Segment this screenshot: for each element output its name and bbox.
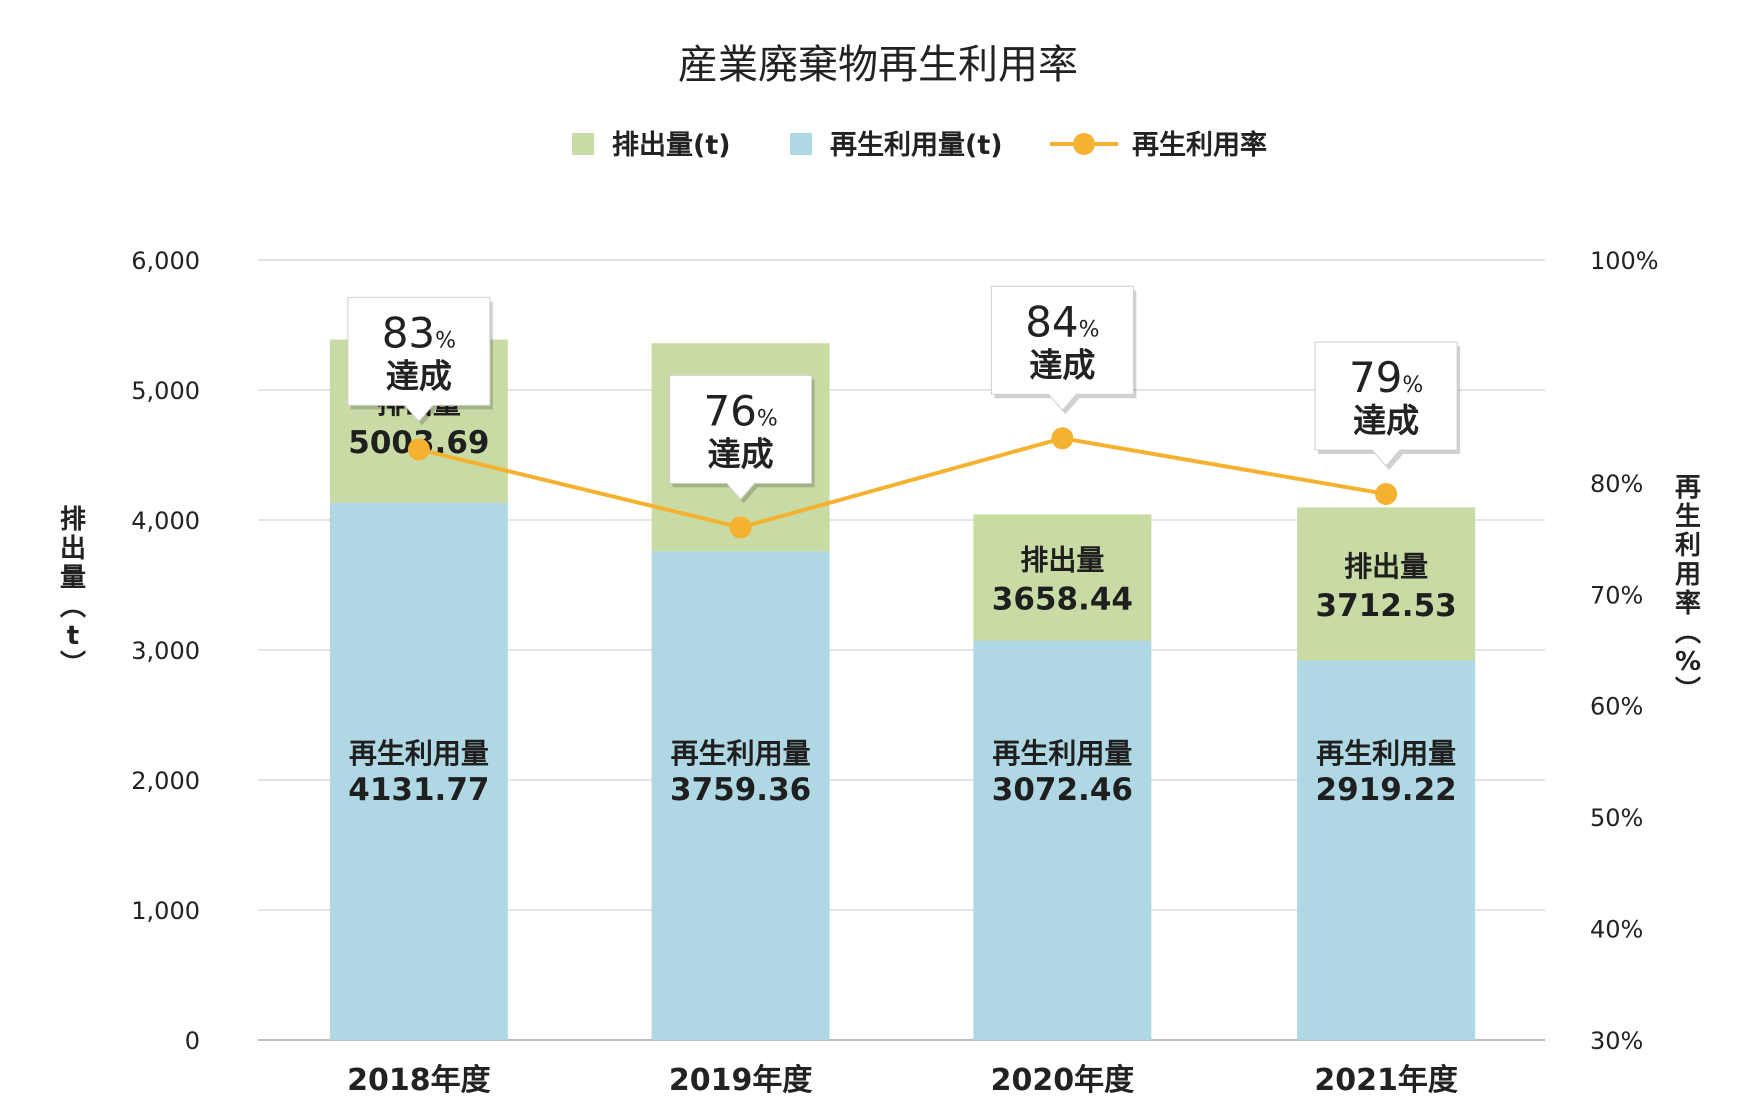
bar-recycled — [651, 551, 830, 1040]
x-tick-label: 2019年度 — [669, 1063, 813, 1098]
chart-title: 産業廃棄物再生利用率 — [678, 42, 1078, 88]
y-right-tick-label: 100% — [1590, 247, 1659, 275]
rate-callout: 79%達成 — [1314, 341, 1461, 470]
rate-callout-unit: % — [757, 406, 778, 431]
y-right-tick-label: 40% — [1590, 916, 1643, 944]
y-left-axis-title-char: t — [67, 621, 79, 651]
rate-callout-text: 達成 — [1353, 401, 1419, 440]
rate-callout-number: 83 — [382, 308, 435, 357]
legend-swatch-marker — [1073, 133, 1095, 155]
x-tick-label: 2020年度 — [991, 1063, 1135, 1098]
rate-callout-box — [347, 296, 491, 423]
legend-item: 再生利用率 — [1050, 129, 1267, 161]
rate-callout-number: 84 — [1025, 297, 1078, 346]
y-right-axis-title: 再生利用率︵%︶ — [1675, 473, 1701, 706]
y-left-axis-title-char: ︶ — [60, 650, 86, 680]
rate-point — [407, 438, 430, 461]
bar-emission-label: 排出量 — [1020, 543, 1104, 576]
y-right-axis-title-char: 生 — [1675, 502, 1701, 532]
bar-recycled-label: 再生利用量 — [349, 737, 489, 770]
bar-emission-value: 3712.53 — [1316, 588, 1457, 624]
rate-callout-text: 達成 — [386, 356, 452, 395]
legend-label: 排出量(t) — [612, 130, 731, 161]
y-left-tick-label: 1,000 — [131, 897, 200, 925]
y-left-axis-title-char: 量 — [60, 563, 86, 593]
rate-callout-value: 79% — [1349, 353, 1423, 402]
y-left-axis-title-char: 排 — [60, 505, 86, 535]
y-right-tick-label: 70% — [1590, 581, 1643, 609]
bar-recycled-label: 再生利用量 — [671, 737, 811, 770]
legend-label: 再生利用量(t) — [830, 130, 1003, 161]
bar-emission — [1297, 507, 1476, 661]
y-left-tick-label: 5,000 — [131, 377, 200, 405]
rate-callout-box — [669, 374, 813, 501]
axes: 0 1,000 2,000 3,000 4,000 5,000 6,000 30% 40% 50%… — [60, 247, 1701, 1098]
legend: 排出量(t) 再生利用量(t) 再生利用率 — [572, 129, 1267, 161]
bar-recycled — [973, 640, 1152, 1040]
rate-point — [1051, 427, 1074, 450]
legend-swatch — [790, 133, 812, 155]
rate-callout-value: 84% — [1025, 297, 1099, 346]
rate-callout-text: 達成 — [1029, 345, 1095, 384]
legend-item: 再生利用量(t) — [790, 130, 1003, 161]
y-left-axis-title-char: ︵ — [60, 592, 86, 622]
y-right-tick-label: 80% — [1590, 470, 1643, 498]
rate-callout: 76%達成 — [669, 374, 815, 504]
bar-recycled-label: 再生利用量 — [1316, 737, 1456, 770]
rate-point — [729, 516, 752, 539]
y-left-tick-label: 0 — [185, 1027, 200, 1055]
y-right-axis-title-char: 率 — [1675, 588, 1701, 619]
rate-callout-unit: % — [1402, 373, 1423, 398]
y-left-tick-label: 4,000 — [131, 507, 200, 535]
legend-label: 再生利用率 — [1132, 129, 1267, 161]
bar-recycled-value: 4131.77 — [348, 772, 489, 808]
y-right-axis-title-char: ︶ — [1675, 676, 1701, 706]
rate-callout-box — [1314, 341, 1458, 467]
bar-emission-value: 3658.44 — [992, 581, 1133, 617]
rate-series-line — [418, 436, 1387, 530]
bar-recycled-value: 2919.22 — [1316, 772, 1457, 808]
x-tick-label: 2021年度 — [1314, 1063, 1458, 1098]
y-left-axis-title: 排出量︵t︶ — [60, 505, 86, 680]
y-right-tick-label: 50% — [1590, 804, 1643, 832]
y-right-tick-label: 30% — [1590, 1027, 1643, 1055]
bar-recycled-label: 再生利用量 — [992, 737, 1132, 770]
legend-swatch — [572, 133, 594, 155]
rate-line — [407, 427, 1398, 539]
y-right-axis-title-char: 利 — [1675, 531, 1701, 561]
rate-point — [1375, 483, 1398, 505]
rate-callout-value: 76% — [703, 386, 777, 435]
y-right-axis-title-char: % — [1675, 647, 1701, 677]
legend-item: 排出量(t) — [572, 130, 731, 161]
rate-callout-box — [990, 285, 1134, 412]
y-right-axis-title-char: 用 — [1675, 560, 1701, 590]
y-left-tick-label: 6,000 — [131, 247, 200, 275]
rate-callout-text: 達成 — [708, 434, 774, 473]
bar-emission-label: 排出量 — [1344, 550, 1428, 583]
bar-emission — [973, 514, 1152, 641]
rate-callout-number: 76 — [703, 386, 756, 435]
rate-callout-value: 83% — [382, 308, 456, 357]
bar-recycled-value: 3072.46 — [992, 772, 1133, 808]
y-right-tick-label: 60% — [1590, 693, 1643, 721]
bars: 排出量5003.69再生利用量4131.77排出量4975.43再生利用量375… — [329, 339, 1476, 1041]
y-right-axis-title-char: ︵ — [1675, 618, 1701, 648]
y-left-axis-title-char: 出 — [60, 534, 86, 564]
y-left-tick-label: 2,000 — [131, 767, 200, 795]
bar-recycled — [329, 502, 508, 1041]
rate-callout: 83%達成 — [347, 296, 493, 426]
rate-callout-unit: % — [435, 328, 456, 353]
rate-callout-unit: % — [1079, 317, 1100, 342]
x-tick-label: 2018年度 — [347, 1063, 491, 1098]
rate-callout-number: 79 — [1349, 353, 1402, 402]
bar-recycled — [1297, 660, 1476, 1040]
y-right-axis-title-char: 再 — [1675, 473, 1701, 503]
y-left-tick-label: 3,000 — [131, 637, 200, 665]
rate-callout: 84%達成 — [990, 285, 1137, 415]
bar-recycled-value: 3759.36 — [670, 772, 811, 808]
